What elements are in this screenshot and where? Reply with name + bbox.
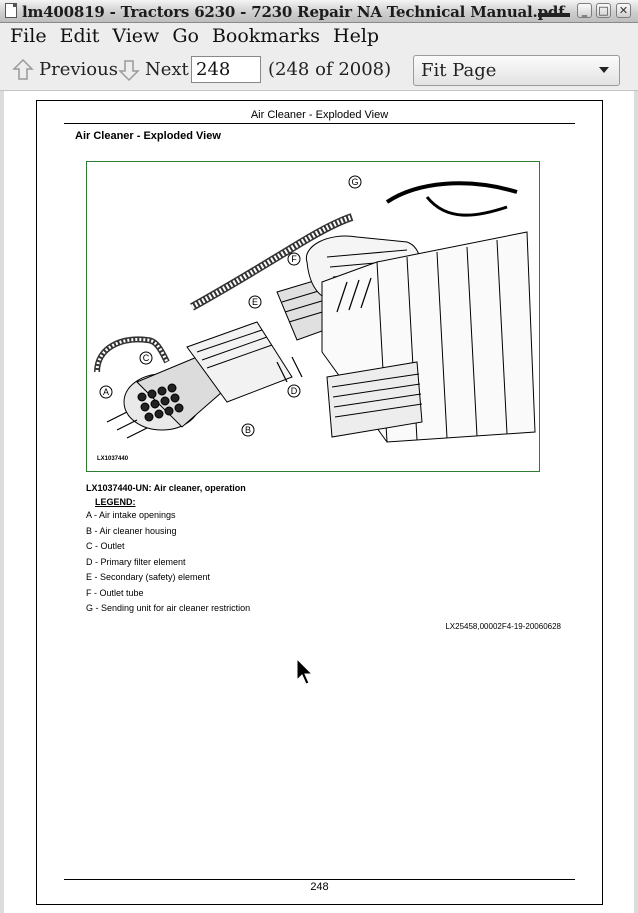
page-count-label: (248 of 2008)	[268, 59, 392, 80]
legend-item: D - Primary filter element	[86, 556, 186, 567]
callout-b: B	[245, 425, 251, 435]
callout-f: F	[291, 254, 297, 264]
footer-rule	[64, 879, 575, 880]
menu-go[interactable]: Go	[172, 24, 199, 47]
maximize-button[interactable]: □	[596, 3, 611, 18]
callout-a: A	[103, 387, 109, 397]
legend-item: A - Air intake openings	[86, 510, 176, 520]
mouse-pointer-icon	[296, 657, 314, 685]
zoom-selected-value: Fit Page	[421, 60, 497, 81]
menu-bar: File Edit View Go Bookmarks Help	[0, 23, 638, 48]
legend-item: G - Sending unit for air cleaner restric…	[86, 603, 251, 613]
running-head: Air Cleaner - Exploded View	[250, 109, 389, 121]
page-number-input[interactable]	[191, 56, 261, 83]
legend-item: B - Air cleaner housing	[86, 525, 177, 536]
chevron-down-icon	[599, 67, 609, 73]
previous-label: Previous	[39, 59, 118, 80]
figure-caption: LX1037440-UN: Air cleaner, operation	[86, 483, 246, 493]
arrow-down-icon	[118, 59, 140, 81]
document-reference: LX25458,00002F4-19-20060628	[445, 622, 561, 631]
next-button[interactable]: Next	[118, 57, 189, 82]
legend-list: A - Air intake openings B - Air cleaner …	[86, 510, 250, 619]
window-title: lm400819 - Tractors 6230 - 7230 Repair N…	[22, 3, 565, 21]
arrow-up-icon	[12, 58, 34, 80]
header-rule	[64, 123, 575, 124]
document-icon	[5, 3, 17, 18]
legend-item: F - Outlet tube	[86, 587, 144, 598]
callout-e: E	[252, 297, 258, 307]
section-title: Air Cleaner - Exploded View	[75, 130, 221, 142]
menu-edit[interactable]: Edit	[59, 24, 100, 47]
air-cleaner-illustration: A B C D E F G	[94, 175, 536, 443]
menu-view[interactable]: View	[112, 24, 160, 47]
legend-title: LEGEND:	[95, 497, 136, 507]
page-number: 248	[310, 881, 329, 893]
title-bar[interactable]: lm400819 - Tractors 6230 - 7230 Repair N…	[0, 0, 638, 23]
legend-item: C - Outlet	[86, 541, 125, 551]
menu-help[interactable]: Help	[333, 24, 380, 47]
figure-id: LX1037440	[97, 456, 129, 462]
title-bar-grip	[538, 13, 570, 17]
callout-d: D	[291, 386, 298, 396]
callout-g: G	[351, 177, 358, 187]
callout-c: C	[143, 353, 150, 363]
previous-button[interactable]: Previous	[12, 57, 118, 82]
menu-file[interactable]: File	[10, 24, 47, 47]
exploded-view-figure: A B C D E F G LX1037440	[86, 161, 540, 472]
zoom-select[interactable]: Fit Page	[413, 55, 620, 86]
menu-bookmarks[interactable]: Bookmarks	[211, 24, 320, 47]
next-label: Next	[145, 59, 189, 80]
minimize-button[interactable]: _	[577, 3, 592, 18]
close-button[interactable]: ✕	[616, 3, 631, 18]
legend-item: E - Secondary (safety) element	[86, 572, 211, 582]
